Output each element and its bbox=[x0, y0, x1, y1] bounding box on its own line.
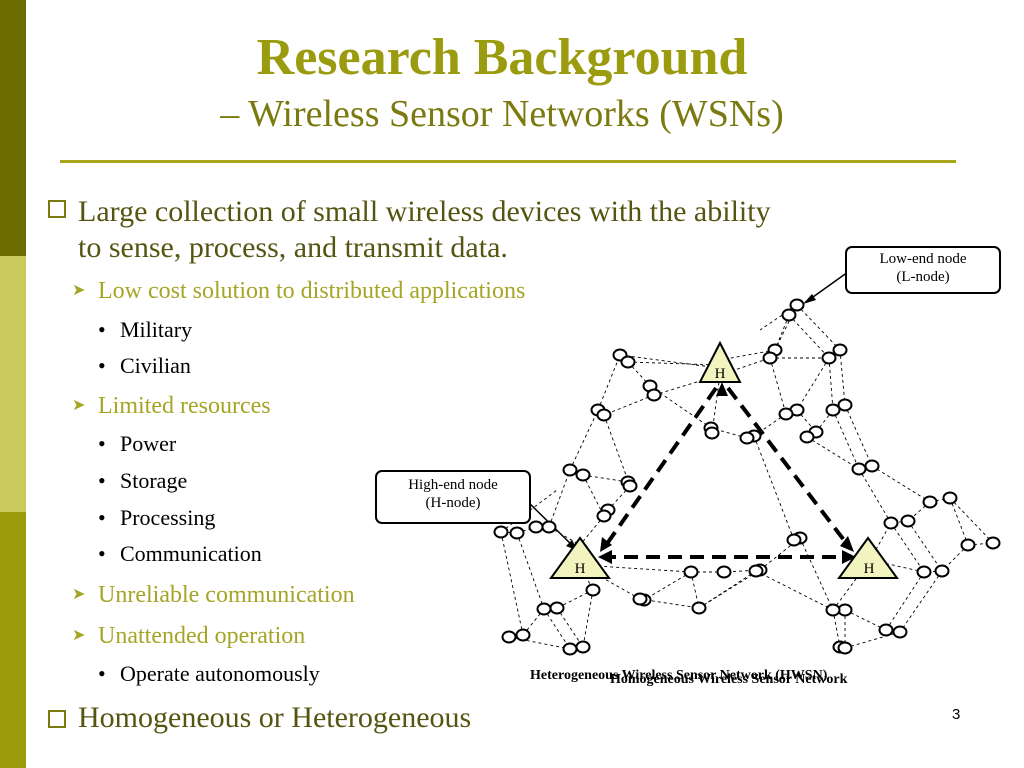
bullet-main-2-text: Homogeneous or Heterogeneous bbox=[78, 701, 472, 734]
sensor-node bbox=[837, 641, 853, 655]
sensor-node bbox=[832, 343, 848, 357]
bullet-line-1: Large collection of small wireless devic… bbox=[78, 195, 771, 228]
sensor-node bbox=[632, 592, 648, 606]
h-node-label-left: H bbox=[575, 561, 586, 577]
sensor-node bbox=[646, 388, 662, 402]
sensor-node bbox=[786, 533, 802, 547]
diagram-caption-homo: Homogeneous Wireless Sensor Network bbox=[610, 672, 848, 687]
sensor-node bbox=[562, 642, 578, 656]
callout-low-end-node: Low-end node (L-node) bbox=[845, 246, 1001, 294]
sensor-node bbox=[864, 459, 880, 473]
sidebar-band-bottom bbox=[0, 512, 26, 768]
sensor-node bbox=[691, 601, 707, 615]
sensor-node bbox=[739, 431, 755, 445]
dot-bullet-icon: • bbox=[98, 468, 106, 493]
sensor-node bbox=[620, 355, 636, 369]
sensor-node bbox=[960, 538, 976, 552]
slide-subtitle: – Wireless Sensor Networks (WSNs) bbox=[220, 93, 784, 135]
sensor-node bbox=[916, 565, 932, 579]
sensor-node bbox=[562, 463, 578, 477]
sensor-node bbox=[493, 525, 509, 539]
sensor-node bbox=[596, 509, 612, 523]
sidebar-band-middle bbox=[0, 256, 26, 512]
sidebar-decoration bbox=[0, 0, 26, 768]
sensor-node bbox=[821, 351, 837, 365]
sensor-node bbox=[683, 565, 699, 579]
sensor-node bbox=[778, 407, 794, 421]
callout-high-end-node: High-end node (H-node) bbox=[375, 470, 531, 524]
arrow-bullet-icon: ➤ bbox=[72, 282, 86, 299]
dot-bullet-icon: • bbox=[98, 661, 106, 686]
dot-bullet-icon: • bbox=[98, 353, 106, 378]
sensor-node bbox=[781, 308, 797, 322]
sensor-node bbox=[549, 601, 565, 615]
sensor-node bbox=[922, 495, 938, 509]
sensor-node bbox=[851, 462, 867, 476]
subpoint-label: Low cost solution to distributed applica… bbox=[98, 278, 526, 304]
sensor-node bbox=[585, 583, 601, 597]
sensor-node bbox=[883, 516, 899, 530]
sensor-node bbox=[509, 526, 525, 540]
sensor-node bbox=[596, 408, 612, 422]
page-number: 3 bbox=[952, 706, 961, 723]
square-bullet-icon bbox=[48, 710, 66, 728]
sensor-node bbox=[515, 628, 531, 642]
sensor-node bbox=[934, 564, 950, 578]
title-divider bbox=[60, 160, 956, 163]
h-node-label-right: H bbox=[864, 561, 875, 577]
sensor-node bbox=[985, 536, 1001, 550]
sensor-node bbox=[575, 468, 591, 482]
slide-title: Research Background bbox=[256, 29, 748, 86]
sensor-node bbox=[622, 479, 638, 493]
sensor-node bbox=[528, 520, 544, 534]
arrow-bullet-icon: ➤ bbox=[72, 397, 86, 414]
sensor-node bbox=[900, 514, 916, 528]
sensor-node bbox=[716, 565, 732, 579]
sensor-node bbox=[878, 623, 894, 637]
bullet-main-1-text: Large collection of small wireless devic… bbox=[78, 194, 938, 266]
arrow-bullet-icon: ➤ bbox=[72, 586, 86, 603]
sensor-node bbox=[837, 398, 853, 412]
square-bullet-icon bbox=[48, 200, 66, 218]
bullet-line-2: to sense, process, and transmit data. bbox=[78, 231, 508, 264]
sidebar-band-top bbox=[0, 0, 26, 256]
sensor-node bbox=[892, 625, 908, 639]
sensor-node bbox=[825, 603, 841, 617]
dot-bullet-icon: • bbox=[98, 541, 106, 566]
sensor-node bbox=[536, 602, 552, 616]
subpoint-label: Unreliable communication bbox=[98, 582, 355, 608]
dot-bullet-icon: • bbox=[98, 431, 106, 456]
subpoint-label: Unattended operation bbox=[98, 623, 306, 649]
diagram-caption-hetero: Heterogeneous Wireless Sensor Network (H… bbox=[530, 668, 828, 683]
h-node-label-top: H bbox=[715, 366, 726, 382]
sensor-node bbox=[799, 430, 815, 444]
dot-bullet-icon: • bbox=[98, 317, 106, 342]
sensor-node bbox=[789, 298, 805, 312]
sensor-node bbox=[748, 564, 764, 578]
sensor-node bbox=[825, 403, 841, 417]
sensor-node bbox=[762, 351, 778, 365]
sensor-node bbox=[541, 520, 557, 534]
arrow-bullet-icon: ➤ bbox=[72, 627, 86, 644]
sensor-node bbox=[501, 630, 517, 644]
sensor-node bbox=[704, 426, 720, 440]
sensor-node bbox=[575, 640, 591, 654]
subpoint-label: Limited resources bbox=[98, 393, 271, 419]
sensor-node bbox=[942, 491, 958, 505]
dot-bullet-icon: • bbox=[98, 505, 106, 530]
